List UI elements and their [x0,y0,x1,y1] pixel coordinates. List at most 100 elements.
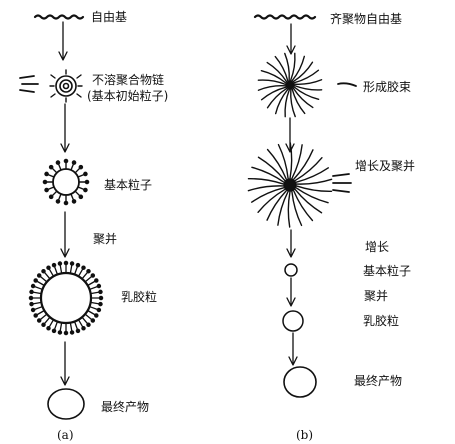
latex-particle-a [28,260,104,336]
primary-particle-head [63,158,69,164]
latex-particle-head [41,322,46,328]
latex-particle-head [36,318,42,323]
micelle-arm [291,88,306,115]
primary-particle-a [42,158,90,206]
arrowhead-b3 [286,248,296,258]
grown-micelle-arm [294,188,323,214]
micelle-arm [260,86,287,101]
micelle-arm [257,79,286,85]
latex-particle-head [57,261,63,266]
grown-micelle-arm [257,188,286,213]
micelle-arm [257,85,286,91]
final-product-b [283,366,317,398]
latex-particle-head [51,262,57,268]
label-oligomer-radical: 齐聚物自由基 [330,12,403,26]
micelle-arm [274,55,289,82]
micelle-arm [284,52,290,81]
primary-particle-head [83,171,88,177]
latex-particle-head [57,330,63,335]
micelle-arm [290,52,296,81]
grown-micelle-arm [251,166,285,183]
primary-particle-head [71,160,77,165]
arrowhead-b5 [288,356,298,366]
arrowhead-a3 [60,248,70,258]
grown-micelle-arm [247,185,284,192]
micelle-arm [292,61,314,83]
label-latex-particle-b: 乳胶粒 [363,314,400,328]
latex-particle-head [33,313,38,318]
latex-particle-head [96,283,102,289]
grown-micelle-arm [293,149,314,180]
label-primary-particle-a: 基本粒子 [104,178,153,192]
latex-particle-head [98,301,103,307]
latex-particle-b [282,310,304,332]
growth-dashes-b [332,173,352,193]
latex-particle-head [63,260,69,266]
latex-particle-head [75,328,81,334]
latex-particle-head [90,318,96,323]
label-radical: 自由基 [91,10,128,24]
primary-particle-head [48,194,54,200]
label-final-product-a: 最终产物 [101,400,150,414]
label-aggregation-a: 聚并 [93,232,118,246]
micelle-arm [266,61,288,83]
grown-micelle-arm [277,191,289,226]
radical-chain-a [33,14,85,20]
micelle-arm [292,87,314,109]
latex-particle-head [41,268,46,274]
latex-particle-head [98,289,103,295]
primary-particle-head [83,187,88,193]
arrowhead-b1 [286,45,296,55]
label-growth-aggregation: 增长及聚并 [355,159,416,173]
grown-micelle-arm [293,190,314,222]
grown-micelle-arm [291,191,303,227]
latex-particle-head [94,278,99,283]
caption-a: (a) [57,428,74,442]
latex-particle-head [69,330,75,335]
label-aggregation-b: 聚并 [364,289,389,303]
grown-micelle-arm [294,157,323,182]
grown-micelle-arm [295,187,329,204]
latex-particle-head [46,326,51,331]
insoluble-coil-a [49,69,83,103]
grown-micelle-arm [257,156,286,182]
latex-particle-head [94,313,99,318]
grown-micelle-arm [291,144,303,179]
latex-particle-head [28,295,34,301]
latex-particle-head [98,295,104,301]
grown-micelle-arm [295,167,330,183]
label-micelle-formation: 形成胶束 [363,80,412,94]
micelle-arm [284,89,290,118]
latex-particle-head [86,322,91,328]
arrowhead-a1 [58,51,68,61]
micelle-arm [290,89,296,118]
caption-b: (b) [296,428,314,442]
arrowhead-a4 [60,376,70,386]
latex-particle-head [51,328,57,334]
micelle-arm [274,88,289,115]
arrowhead-b4 [286,297,296,307]
label-primary-particle-b: 基本粒子 [363,264,412,278]
emulsifier-dashes-a [19,75,39,93]
latex-particle-head [86,268,91,274]
final-product-a [47,388,85,420]
primary-particle-head [44,187,49,193]
label-final-product-b: 最终产物 [354,374,403,388]
micelle-arm [293,69,320,84]
label-growth: 增长 [365,240,390,254]
latex-particle-head [29,301,34,307]
grown-micelle-arm [250,187,285,203]
arrowhead-a2 [60,143,70,153]
latex-particle-head [46,265,51,270]
latex-particle-head [81,326,86,331]
micelle-arm [260,69,287,84]
latex-particle-head [30,307,36,313]
latex-particle-head [75,262,81,268]
label-insoluble-chain-sub: (基本初始粒子) [87,89,169,103]
primary-particle-b [284,263,298,277]
grown-micelle-arm [296,185,333,192]
grown-micelle-arm [296,178,333,185]
primary-particle-head [48,164,54,170]
